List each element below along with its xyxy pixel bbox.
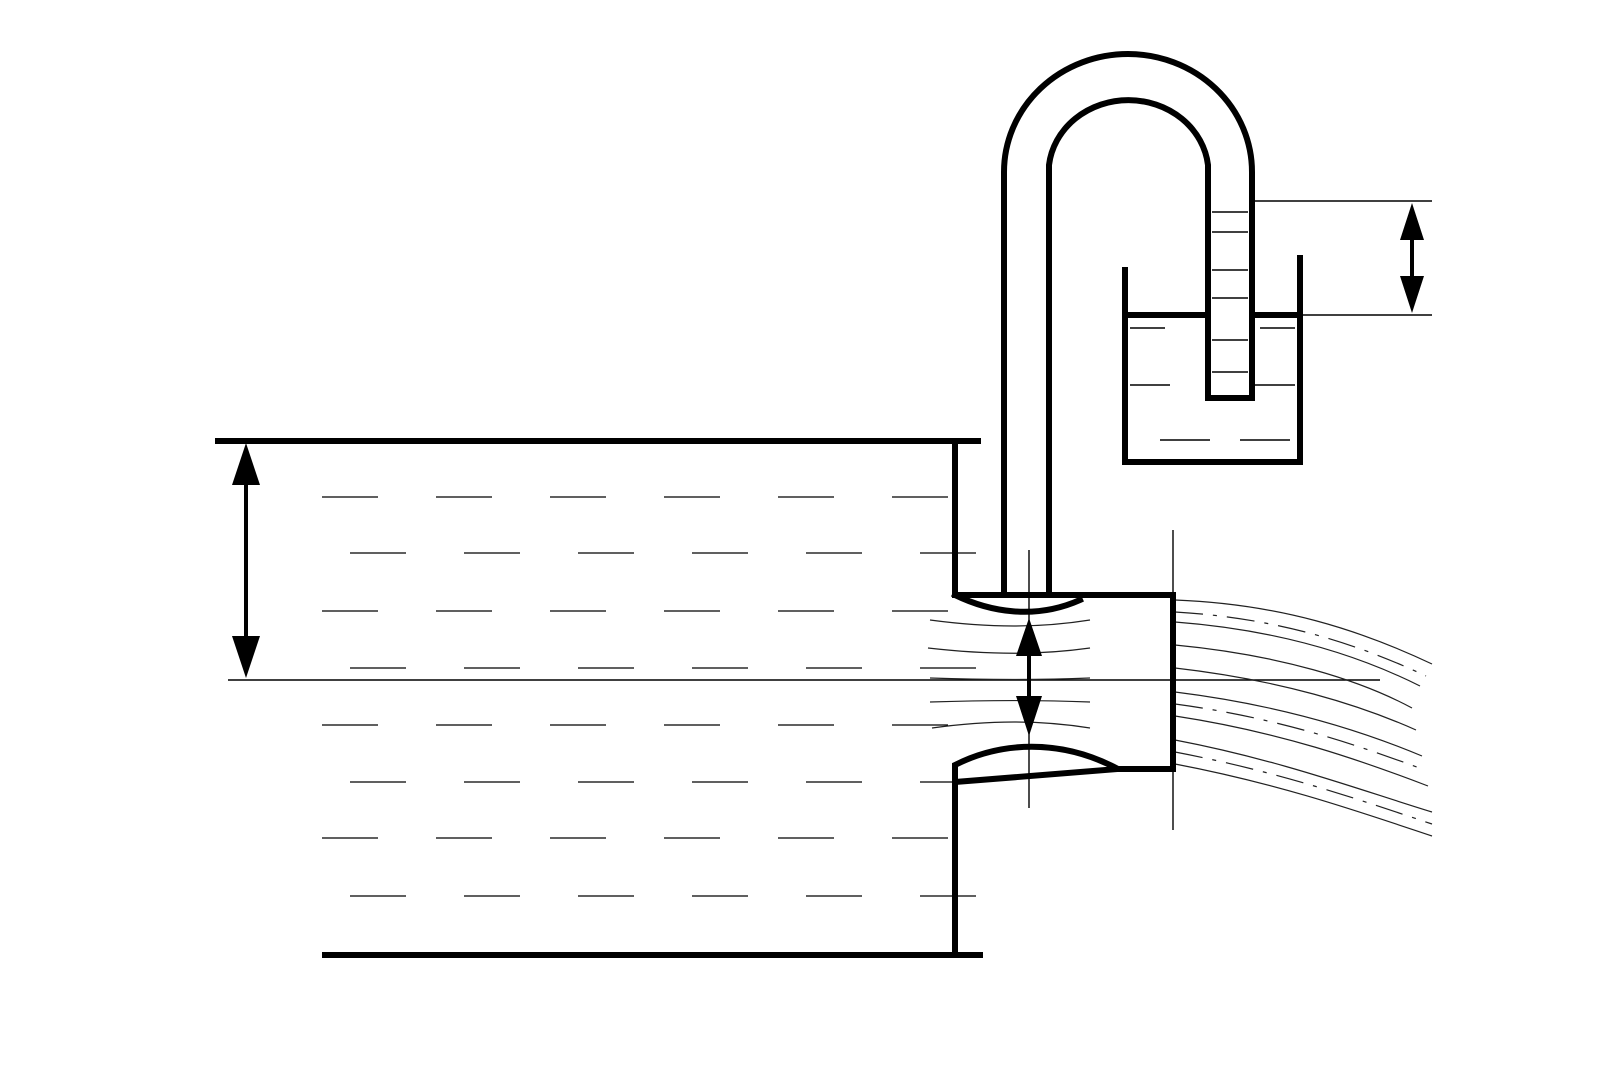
- inverted-u-tube: [1001, 51, 1255, 598]
- manometer-rise-arrow: [1400, 203, 1424, 313]
- head-height-arrow: [232, 443, 260, 678]
- upper-lip: [950, 590, 1084, 615]
- tank-wall: [215, 438, 1380, 958]
- outflow-jet: [927, 599, 1433, 837]
- tank-water-body: [322, 496, 976, 897]
- nozzle-throat: [952, 530, 1176, 830]
- lower-lip: [952, 743, 1129, 786]
- reservoir-cup: [1122, 255, 1303, 465]
- throat-gap-arrow: [1016, 618, 1042, 736]
